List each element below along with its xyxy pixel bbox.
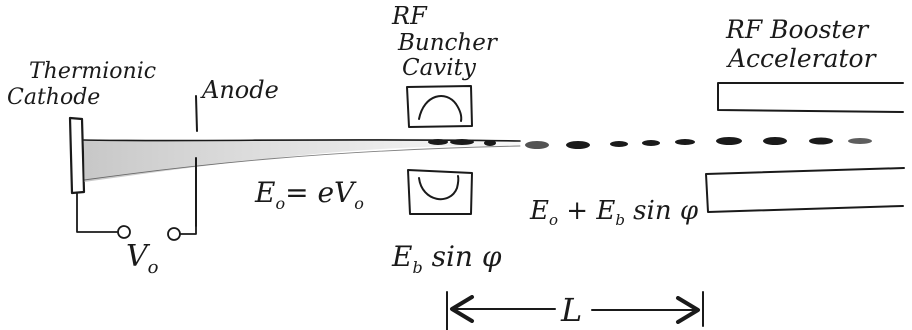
booster-label-line1: RF Booster bbox=[725, 15, 870, 44]
distance-arrow bbox=[446, 291, 704, 330]
distance-label: L bbox=[560, 291, 582, 329]
cathode-label-line2: Cathode bbox=[7, 85, 100, 110]
anode-label: Anode bbox=[200, 76, 279, 104]
buncher-label-line3: Cavity bbox=[402, 55, 477, 81]
buncher-cavity bbox=[406, 85, 473, 215]
anode bbox=[195, 95, 198, 227]
energy-eb-label: Eb sin φ bbox=[391, 240, 502, 277]
buncher-label-line1: RF bbox=[391, 2, 428, 30]
energy-e0-label: Eo= eVo bbox=[254, 176, 364, 213]
electron-beam bbox=[83, 138, 521, 182]
bunched-beam bbox=[428, 137, 872, 149]
cathode-label-line1: Thermionic bbox=[29, 59, 156, 84]
voltage-label: Vo bbox=[126, 239, 159, 278]
booster-label-line2: Accelerator bbox=[726, 44, 878, 73]
voltage-circuit bbox=[76, 192, 197, 241]
booster-accelerator bbox=[705, 82, 905, 213]
cathode bbox=[68, 116, 86, 195]
buncher-label-line2: Buncher bbox=[397, 30, 499, 56]
energy-sum-label: Eo + Eb sin φ bbox=[529, 196, 699, 229]
